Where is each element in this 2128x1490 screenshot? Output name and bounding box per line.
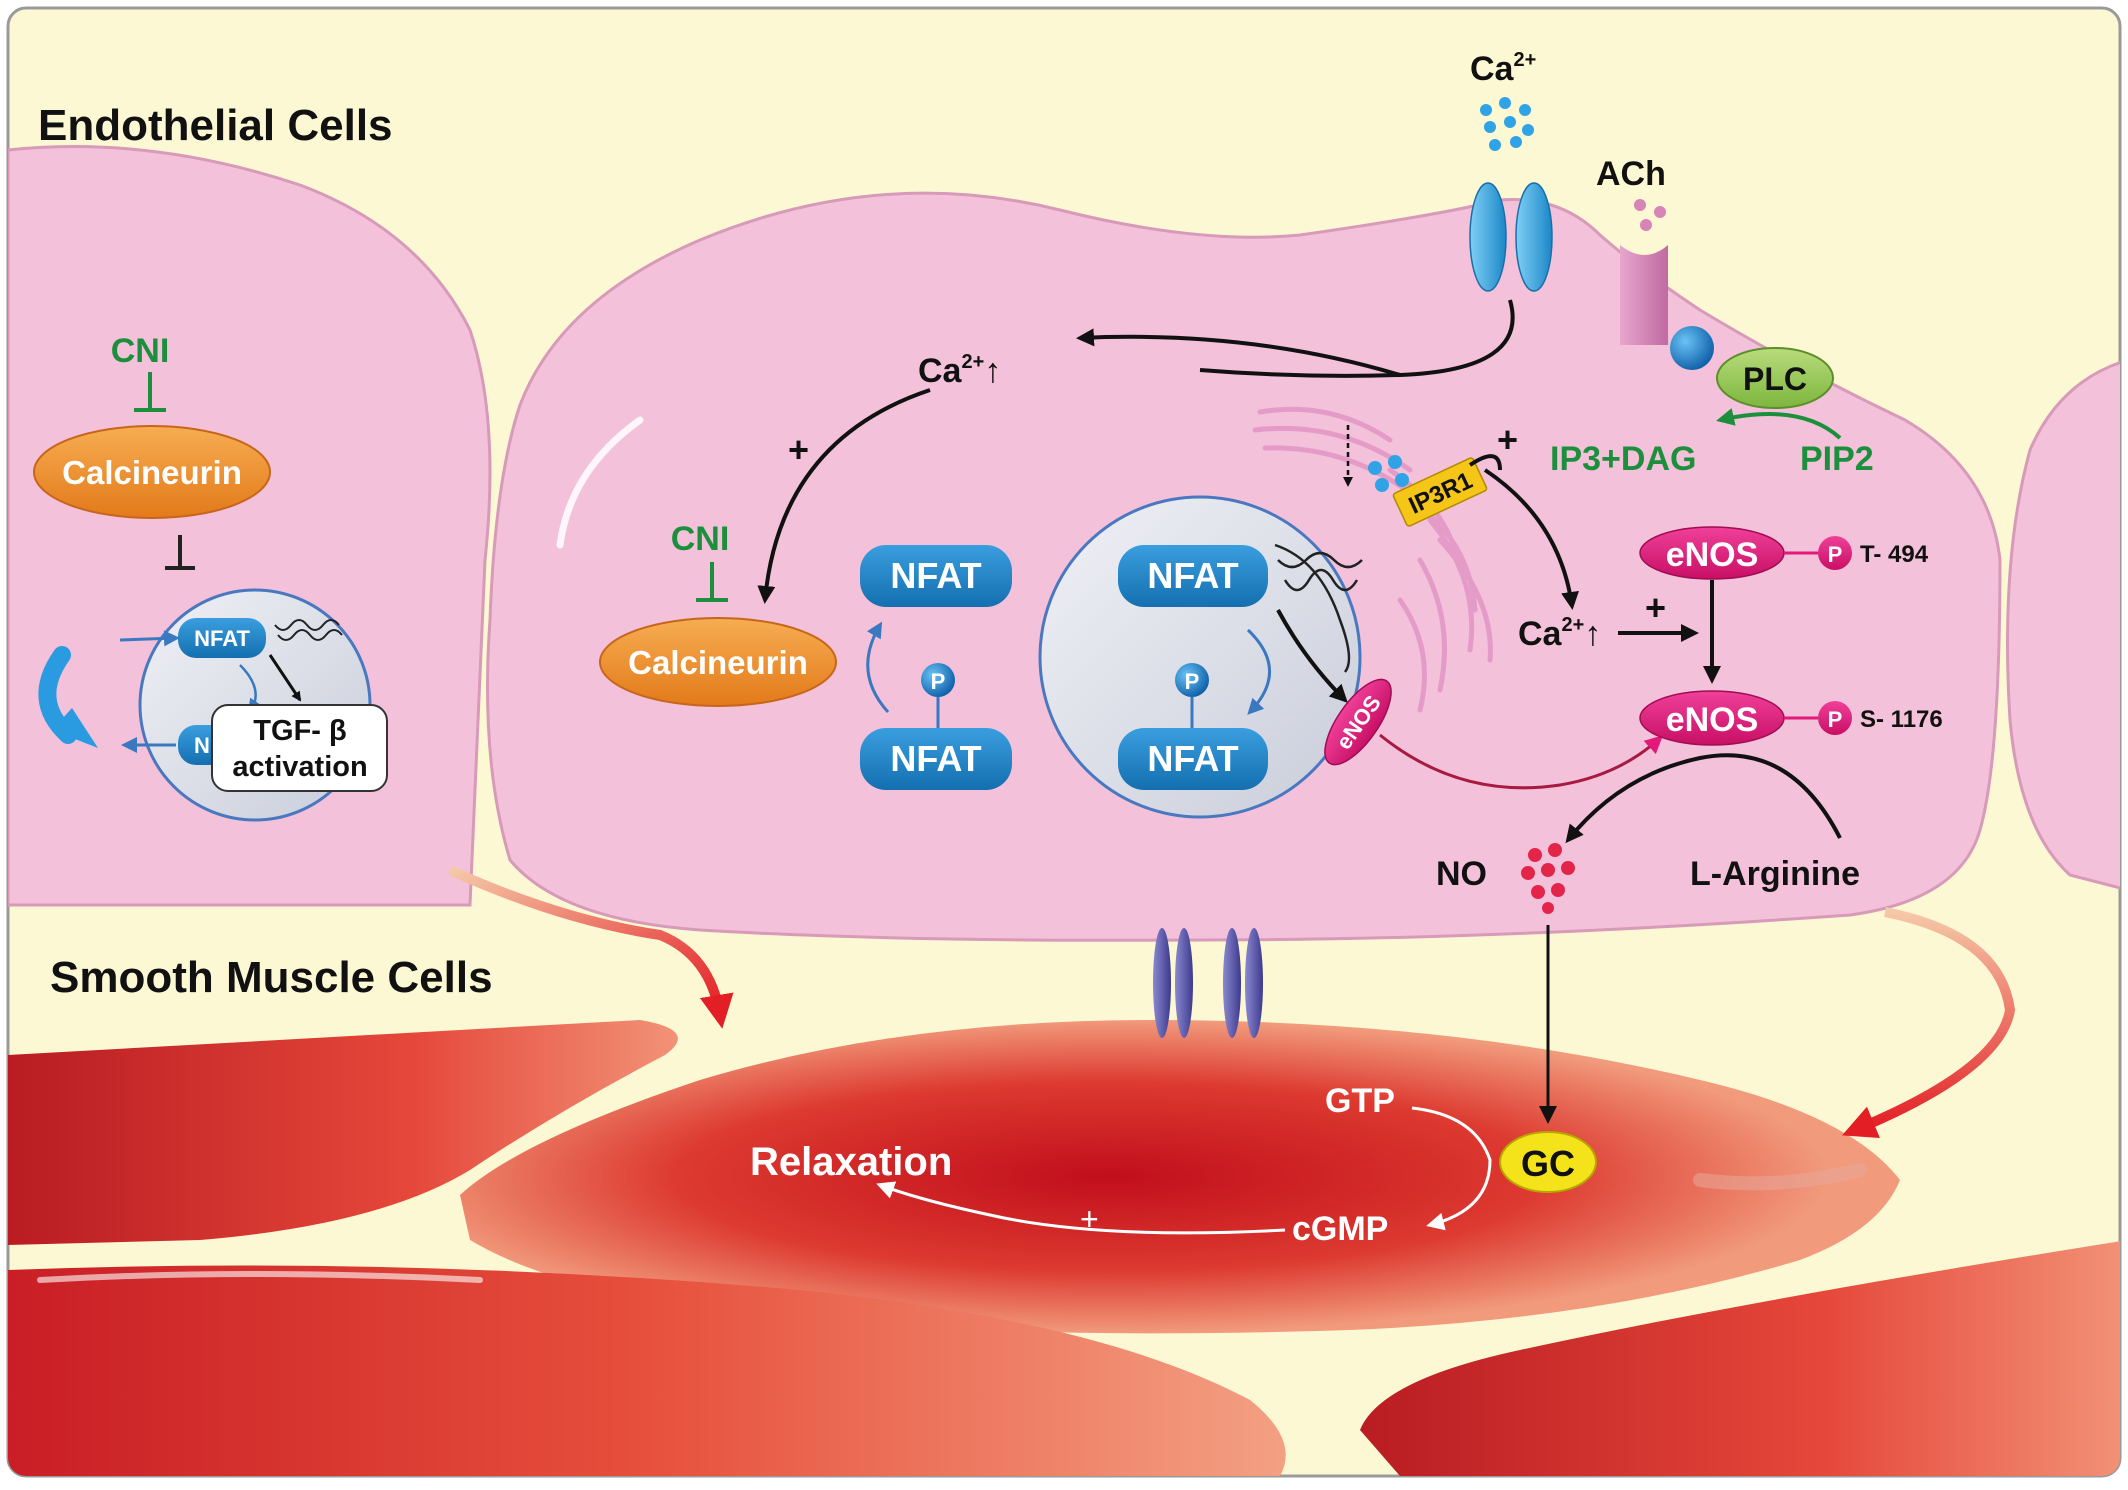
- endoplasmic-reticulum: [1252, 406, 1493, 713]
- cgmp-label: cGMP: [1292, 1210, 1388, 1248]
- gtp-to-cgmp-arrow: [1411, 1106, 1492, 1231]
- nfat-cytoplasm-bottom-label: NFAT: [890, 738, 981, 779]
- ach-label: ACh: [1596, 155, 1666, 193]
- no-label: NO: [1436, 855, 1487, 893]
- calcium-ions-er: [1368, 455, 1409, 492]
- red-arrow-right: [1842, 907, 2016, 1139]
- phosphate-s1176-label: P: [1828, 707, 1843, 732]
- red-arrow-left: [447, 865, 734, 1029]
- nfat-cytoplasm-top: [860, 545, 1012, 607]
- cgmp-to-relaxation-arrow: [876, 1181, 1286, 1235]
- s1176-site-label: S- 1176: [1860, 706, 1943, 733]
- ca-to-calcineurin-arrow: [757, 388, 931, 604]
- nfat-nucleus-shuttle-arrow: [1246, 628, 1271, 715]
- gc-label: GC: [1521, 1143, 1575, 1184]
- enos-s1176-label: eNOS: [1666, 701, 1759, 739]
- nfat-to-enos-arrow: [1276, 609, 1348, 703]
- ach-receptor: [1620, 245, 1668, 345]
- nfat-nucleus-bottom-label: NFAT: [1147, 738, 1238, 779]
- gap-channel-1: [1153, 928, 1171, 1038]
- cni-mid-label: CNI: [671, 520, 730, 558]
- nfat-nucleus-bottom: [1118, 728, 1268, 790]
- gap-channel-4: [1245, 928, 1263, 1038]
- gap-channel-3: [1223, 928, 1241, 1038]
- cni-left-inhibition: [134, 372, 166, 412]
- tgf-activation-label: activation: [232, 751, 367, 783]
- nfat-left-top-label: NFAT: [194, 626, 250, 651]
- nfat-dna-arrow-left: [268, 654, 302, 702]
- nfat-left-top: [178, 618, 266, 658]
- gtp-label: GTP: [1325, 1082, 1395, 1120]
- calcium-channel-left: [1469, 182, 1507, 292]
- nfat-left-bottom-label: N: [194, 733, 210, 758]
- no-molecules: [1521, 843, 1575, 914]
- tgf-beta-label: TGF- β: [253, 715, 346, 747]
- nfat-nucleus-top-label: NFAT: [1147, 555, 1238, 596]
- enos-t494-label: eNOS: [1666, 536, 1759, 574]
- plus-left: +: [788, 429, 809, 470]
- plus-smc: +: [1080, 1201, 1099, 1237]
- calcium-channel-right: [1515, 182, 1553, 292]
- pip2-to-ip3-arrow: [1716, 408, 1842, 440]
- import-arrow-top-left: [119, 630, 180, 647]
- calcineurin-left-inhibition: [165, 535, 195, 570]
- nfat-nucleus-top: [1118, 545, 1268, 607]
- t494-site-label: T- 494: [1860, 541, 1929, 568]
- relaxation-label: Relaxation: [750, 1140, 952, 1184]
- calcium-ions-top: [1480, 97, 1534, 151]
- smooth-muscle-cell-center: [460, 1020, 1900, 1334]
- smooth-muscle-cell-bottom-right: [1360, 1240, 2120, 1476]
- smooth-muscle-cells-label: Smooth Muscle Cells: [50, 953, 493, 1002]
- endothelial-cells-label: Endothelial Cells: [38, 101, 393, 150]
- g-protein: [1670, 326, 1714, 370]
- pip2-label: PIP2: [1800, 440, 1874, 478]
- phosphate-t494-label: P: [1828, 542, 1843, 567]
- gap-channel-2: [1175, 928, 1193, 1038]
- dna-helix-left: [274, 619, 343, 641]
- ip3-dag-label: IP3+DAG: [1550, 440, 1696, 478]
- plus-mid: +: [1645, 587, 1666, 628]
- endothelial-cell-right: [2006, 357, 2120, 892]
- calcineurin-mid-label: Calcineurin: [628, 644, 808, 681]
- smooth-muscle-cell-top-left: [8, 1020, 678, 1245]
- plus-right: +: [1497, 419, 1518, 460]
- phosphate-cytoplasm-label: P: [931, 669, 946, 694]
- cni-mid-inhibition: [696, 562, 728, 602]
- nfat-cytoplasm-bottom: [860, 728, 1012, 790]
- phosphate-nucleus: [1175, 663, 1209, 697]
- phosphate-s1176: [1818, 701, 1852, 735]
- larginine-to-no-arrow: [1565, 753, 1842, 844]
- larginine-label: L-Arginine: [1690, 855, 1860, 893]
- smc-highlight: [37, 1271, 483, 1283]
- phosphate-cytoplasm: [921, 663, 955, 697]
- ca-mid-label: Ca2+↑: [918, 351, 1001, 390]
- ip3-to-ip3r1-line: [1468, 454, 1502, 471]
- plc: [1716, 347, 1834, 409]
- calcineurin-mid: [599, 617, 837, 707]
- ach-molecules: [1634, 199, 1666, 231]
- plc-label: PLC: [1743, 361, 1807, 397]
- dna-helix-main: [1274, 543, 1363, 673]
- calcineurin-left: [33, 425, 271, 519]
- membrane-highlight: [556, 416, 644, 549]
- ca-to-calcineurin-top-arrow: [1076, 328, 1401, 377]
- enos-translocation-arrow: [1379, 733, 1663, 790]
- cni-left-label: CNI: [111, 332, 170, 370]
- nfat-cycle-arrowhead-left: [52, 708, 98, 748]
- gc-enzyme: [1499, 1131, 1597, 1193]
- smc-highlight-right: [1693, 1163, 1867, 1191]
- ca-top-label: Ca2+: [1470, 49, 1536, 88]
- nfat-dephosphorylation-arrow: [866, 621, 890, 714]
- tgf-beta-box: [211, 704, 388, 792]
- ip3r1-to-ca-arrow: [1483, 468, 1579, 610]
- calcineurin-left-label: Calcineurin: [62, 454, 242, 491]
- ca-right-label: Ca2+↑: [1518, 614, 1601, 653]
- nfat-cytoplasm-top-label: NFAT: [890, 555, 981, 596]
- phosphate-t494: [1818, 536, 1852, 570]
- smooth-muscle-cell-bottom-left: [8, 1265, 1286, 1476]
- phosphate-nucleus-label: P: [1185, 669, 1200, 694]
